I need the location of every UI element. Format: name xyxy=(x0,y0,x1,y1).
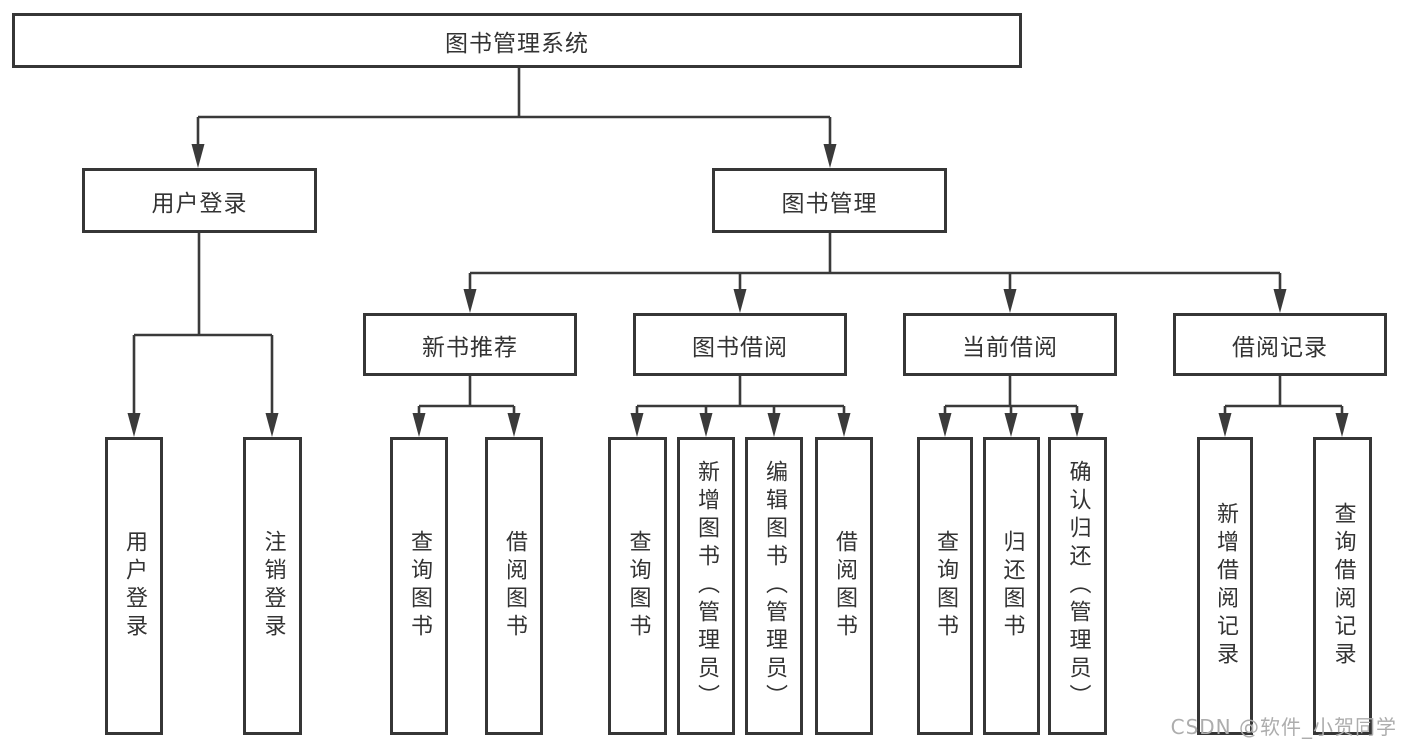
node-book-borrow-label: 图书借阅 xyxy=(692,334,788,361)
node-user-login: 用户登录 xyxy=(82,168,317,233)
arrowhead-new-book xyxy=(463,289,477,313)
arrowhead-borrow-records xyxy=(1273,289,1287,313)
leaf-label: 用户登录 xyxy=(122,530,147,642)
leaf-borrow-borrow-books: 借阅图书 xyxy=(815,437,873,735)
connector-book-borrow-children xyxy=(635,376,846,419)
leaf-label: 查询图书 xyxy=(933,530,958,642)
arrowhead-cb-confirm xyxy=(1070,413,1084,437)
arrowhead-leaf-logout xyxy=(265,413,279,437)
arrowhead-cb-query xyxy=(938,413,952,437)
arrowhead-current-borrow xyxy=(1003,289,1017,313)
arrowhead-book-borrow xyxy=(733,289,747,313)
leaf-borrow-add-books-admin: 新增图书（管理员） xyxy=(677,437,735,735)
leaf-newbook-query-books: 查询图书 xyxy=(390,437,448,735)
leaf-current-confirm-return-admin: 确认归还（管理员） xyxy=(1048,437,1107,735)
node-current-borrow: 当前借阅 xyxy=(903,313,1117,376)
arrowhead-cb-return xyxy=(1004,413,1018,437)
leaf-label: 确认归还（管理员） xyxy=(1065,460,1091,712)
leaf-label: 注销登录 xyxy=(260,530,286,642)
arrowhead-nb-query xyxy=(412,413,426,437)
arrowhead-nb-borrow xyxy=(507,413,521,437)
leaf-borrow-edit-books-admin: 编辑图书（管理员） xyxy=(745,437,803,735)
node-book-management: 图书管理 xyxy=(712,168,947,233)
leaf-label: 查询图书 xyxy=(625,530,651,642)
leaf-label: 归还图书 xyxy=(999,530,1025,642)
connector-borrow-records-children xyxy=(1223,376,1344,419)
arrowhead-bb-borrow xyxy=(837,413,851,437)
node-new-book-recommend: 新书推荐 xyxy=(363,313,577,376)
leaf-label: 查询图书 xyxy=(407,530,432,642)
connector-new-book-children xyxy=(417,376,516,419)
connector-user-login-children xyxy=(132,233,274,419)
leaf-logout: 注销登录 xyxy=(243,437,302,735)
node-current-borrow-label: 当前借阅 xyxy=(962,334,1058,361)
leaf-records-query-record: 查询借阅记录 xyxy=(1313,437,1372,735)
connector-management-to-level3 xyxy=(468,233,1282,295)
node-borrow-records-label: 借阅记录 xyxy=(1232,334,1328,361)
node-book-management-label: 图书管理 xyxy=(781,190,878,217)
arrowhead-book-management xyxy=(823,144,837,168)
leaf-label: 新增借阅记录 xyxy=(1213,502,1238,670)
arrowhead-bb-query xyxy=(630,413,644,437)
connector-root-to-level2 xyxy=(196,68,832,150)
leaf-user-login: 用户登录 xyxy=(105,437,163,735)
leaf-current-query-books: 查询图书 xyxy=(917,437,973,735)
arrowhead-bb-add xyxy=(699,413,713,437)
leaf-label: 借阅图书 xyxy=(502,530,527,642)
leaf-label: 编辑图书（管理员） xyxy=(762,460,787,712)
leaf-label: 新增图书（管理员） xyxy=(694,460,719,712)
leaf-label: 查询借阅记录 xyxy=(1330,502,1356,670)
leaf-label: 借阅图书 xyxy=(832,530,857,642)
leaf-borrow-query-books: 查询图书 xyxy=(608,437,667,735)
node-borrow-records: 借阅记录 xyxy=(1173,313,1387,376)
node-book-borrow: 图书借阅 xyxy=(633,313,847,376)
node-root-system: 图书管理系统 xyxy=(12,13,1022,68)
leaf-records-add-record: 新增借阅记录 xyxy=(1197,437,1253,735)
csdn-watermark: CSDN @软件_小贺同学 xyxy=(1170,715,1397,739)
arrowhead-br-query xyxy=(1335,413,1349,437)
arrowhead-br-add xyxy=(1218,413,1232,437)
leaf-current-return-books: 归还图书 xyxy=(983,437,1040,735)
node-user-login-label: 用户登录 xyxy=(151,190,248,217)
connector-current-borrow-children xyxy=(943,376,1079,419)
node-new-book-recommend-label: 新书推荐 xyxy=(422,334,518,361)
arrowhead-leaf-login xyxy=(127,413,141,437)
arrowhead-bb-edit xyxy=(767,413,781,437)
arrowhead-user-login xyxy=(191,144,205,168)
leaf-newbook-borrow-books: 借阅图书 xyxy=(485,437,543,735)
node-root-label: 图书管理系统 xyxy=(445,30,589,57)
